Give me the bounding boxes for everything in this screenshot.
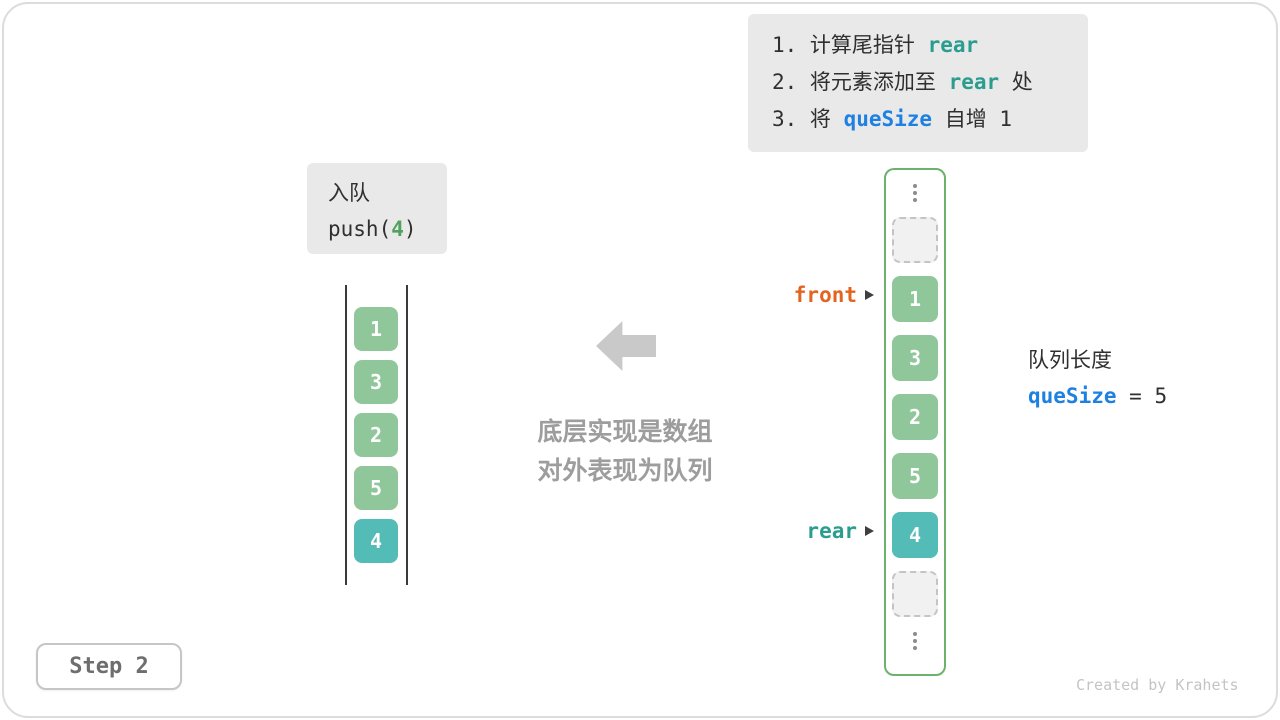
- array-representation: 1 3 2 5 4: [345, 285, 408, 585]
- center-caption: 底层实现是数组 对外表现为队列: [500, 412, 750, 490]
- keyword-quesize: queSize: [843, 107, 933, 131]
- queue-cell-empty: [892, 217, 938, 263]
- rear-label-text: rear: [806, 519, 857, 543]
- array-cells: 1 3 2 5 4: [354, 307, 398, 563]
- dot: [913, 198, 917, 202]
- keyword-rear: rear: [927, 33, 979, 57]
- array-cell: 3: [354, 360, 398, 404]
- caption-line: 底层实现是数组: [537, 417, 713, 446]
- enqueue-operation-box: 入队 push(4): [307, 163, 447, 254]
- pointer-arrow-icon: [865, 526, 874, 536]
- keyword-quesize: queSize: [1028, 384, 1117, 408]
- step-label: Step 2: [69, 654, 149, 679]
- keyword-rear: rear: [948, 70, 1000, 94]
- queue-cell: 3: [892, 335, 938, 381]
- array-cell: 1: [354, 307, 398, 351]
- dot: [913, 191, 917, 195]
- array-cell: 5: [354, 466, 398, 510]
- queue-length-value: queSize = 5: [1028, 378, 1167, 414]
- array-cell: 2: [354, 413, 398, 457]
- ellipsis-icon: [913, 630, 917, 652]
- array-right-rail: [406, 285, 408, 585]
- instruction-text: 处: [999, 70, 1033, 94]
- queue-cell-front: 1: [892, 276, 938, 322]
- dot: [913, 639, 917, 643]
- dot: [913, 184, 917, 188]
- queue-length-info: 队列长度 queSize = 5: [1028, 342, 1167, 414]
- instruction-text: 自增 1: [932, 107, 1013, 131]
- dot: [913, 632, 917, 636]
- queue-cell: 2: [892, 394, 938, 440]
- code-text: push(: [328, 217, 392, 241]
- queue-cell-rear: 4: [892, 512, 938, 558]
- queue-cell-empty: [892, 571, 938, 617]
- credit-text: Created by Krahets: [1076, 676, 1239, 694]
- code-argument: 4: [391, 217, 404, 241]
- queue-length-title: 队列长度: [1028, 348, 1112, 372]
- dot: [913, 646, 917, 650]
- queue-length-number: = 5: [1116, 384, 1168, 408]
- instruction-text: 1. 计算尾指针: [772, 33, 928, 57]
- operation-code: push(4): [328, 211, 447, 247]
- caption-line: 对外表现为队列: [537, 456, 713, 485]
- code-text: ): [403, 217, 417, 241]
- front-label-text: front: [793, 283, 857, 307]
- array-cell-new: 4: [354, 519, 398, 563]
- instruction-line-1: 1. 计算尾指针 rear: [772, 27, 1088, 64]
- rear-pointer-label: rear: [748, 514, 874, 548]
- instruction-text: 3. 将: [772, 107, 844, 131]
- queue-container: 1 3 2 5 4: [884, 168, 946, 676]
- operation-title: 入队: [328, 181, 370, 205]
- instruction-box: 1. 计算尾指针 rear 2. 将元素添加至 rear 处 3. 将 queS…: [748, 14, 1088, 152]
- instruction-line-2: 2. 将元素添加至 rear 处: [772, 64, 1088, 101]
- instruction-line-3: 3. 将 queSize 自增 1: [772, 101, 1088, 138]
- front-pointer-label: front: [748, 278, 874, 312]
- queue-cell: 5: [892, 453, 938, 499]
- array-left-rail: [345, 285, 347, 585]
- ellipsis-icon: [913, 182, 917, 204]
- instruction-text: 2. 将元素添加至: [772, 70, 949, 94]
- pointer-arrow-icon: [865, 290, 874, 300]
- step-badge: Step 2: [36, 643, 182, 690]
